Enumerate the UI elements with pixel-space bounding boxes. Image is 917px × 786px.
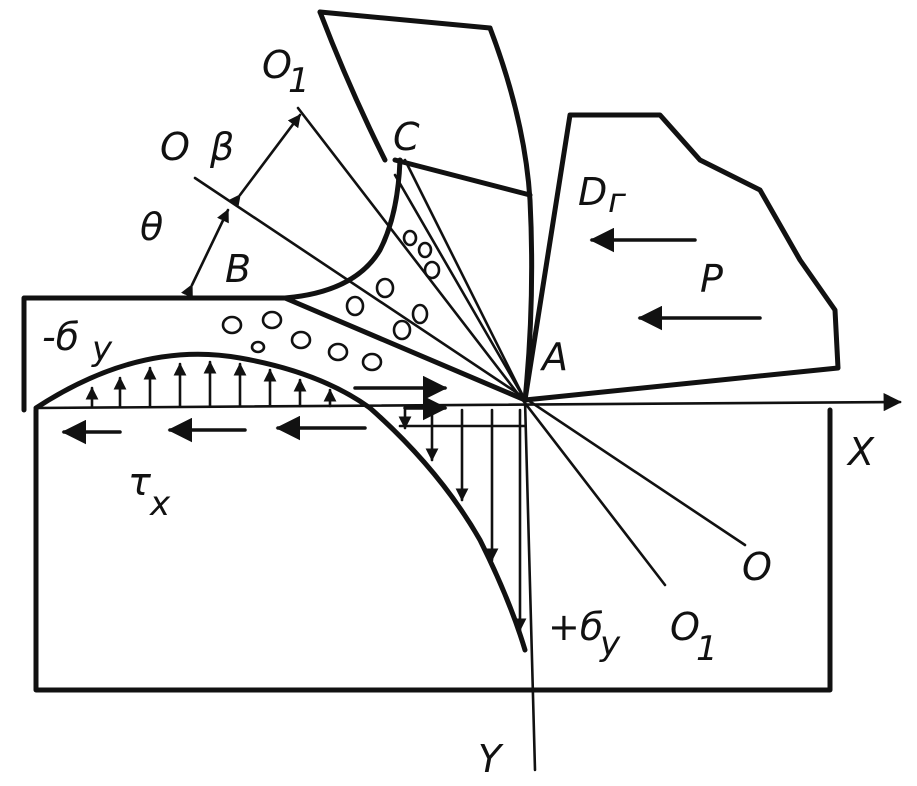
neg-stress-distribution — [33, 351, 373, 411]
label-neg-sigma-y: -б — [42, 315, 79, 359]
label-x-axis: X — [846, 430, 875, 474]
label-tau-x-sub: x — [149, 484, 171, 524]
pos-stress-distribution — [367, 405, 528, 653]
shear-stress-arrows — [61, 375, 448, 445]
label-tau-x: τ — [128, 460, 152, 504]
label-o1-top-sub: 1 — [288, 61, 310, 101]
label-o-top: O — [160, 125, 190, 169]
angle-dimensions — [181, 113, 302, 299]
label-o-bottom: O — [742, 545, 772, 589]
label-beta: β — [209, 125, 234, 169]
diagram-labels: O 1 O β θ C B A D г P -б y τ x +б y X Y … — [42, 43, 875, 781]
label-b: B — [225, 247, 251, 291]
reference-lines — [193, 106, 747, 587]
workpiece-outline — [21, 295, 833, 693]
label-pos-sigma-y: +б — [548, 605, 603, 649]
label-pos-sigma-y-sub: y — [599, 624, 621, 664]
tool-body — [522, 112, 841, 403]
chip-shear-zone — [187, 9, 535, 403]
label-y-axis: Y — [478, 737, 504, 781]
label-neg-sigma-y-sub: y — [91, 329, 113, 369]
label-theta: θ — [140, 205, 163, 249]
label-a: A — [539, 335, 568, 379]
label-p: P — [700, 257, 723, 301]
grain-circles — [221, 229, 441, 372]
label-o1-bottom-sub: 1 — [696, 629, 718, 669]
label-d-gamma: D — [578, 170, 607, 214]
label-d-gamma-sub: г — [608, 181, 627, 221]
label-c: C — [393, 115, 420, 159]
force-arrows — [589, 227, 762, 331]
label-o1-top: O — [262, 43, 292, 87]
label-o1-bottom: O — [670, 605, 700, 649]
